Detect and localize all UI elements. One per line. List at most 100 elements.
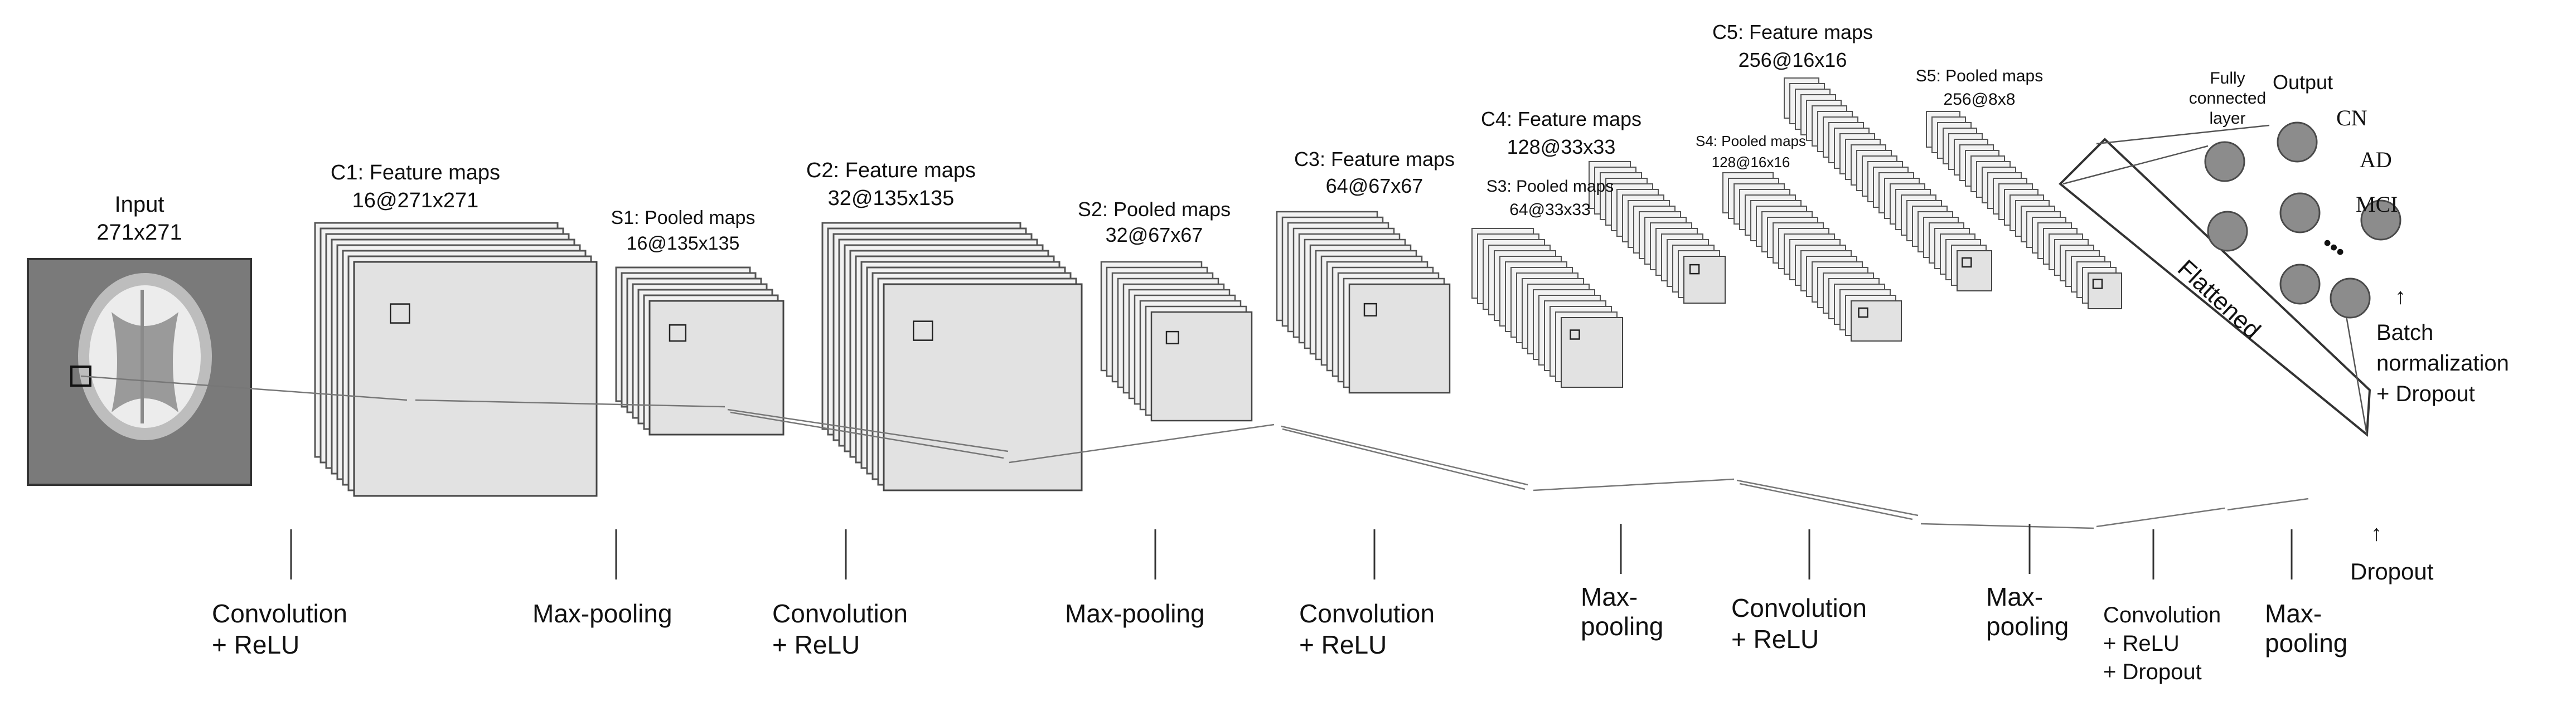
fc-label-line3: layer <box>2209 109 2245 128</box>
kernel-marker <box>913 320 933 341</box>
c1-name: C1: Feature maps <box>331 161 500 184</box>
c4-dims: 128@33x33 <box>1507 135 1616 158</box>
feature-map <box>353 261 598 497</box>
dropout-arrow: ↑ <box>2371 521 2382 545</box>
neuron <box>2277 121 2318 163</box>
op-pool5-line2: pooling <box>2265 629 2347 657</box>
feature-map-stack-s1 <box>615 266 785 436</box>
feature-map-stack-c5 <box>1784 77 1992 291</box>
feature-map-stack-s4 <box>1722 172 1902 342</box>
fc-label-line1: Fully <box>2210 69 2245 87</box>
feature-map <box>1348 283 1451 394</box>
feature-map <box>1851 300 1902 342</box>
batch-norm-line3: + Dropout <box>2376 382 2475 406</box>
c2-name: C2: Feature maps <box>806 159 976 182</box>
s3-name: S3: Pooled maps <box>1486 177 1614 196</box>
feature-map-stack-c2 <box>821 222 1083 491</box>
kernel-marker <box>669 324 687 342</box>
op-pool3-line2: pooling <box>1581 612 1663 641</box>
op-conv1-line2: + ReLU <box>212 630 299 659</box>
class-mci: MCI <box>2356 192 2398 217</box>
feature-map <box>2088 272 2122 309</box>
kernel-marker <box>1165 330 1179 344</box>
feature-map-stack-c3 <box>1276 211 1451 394</box>
feature-map-stack-s2 <box>1100 261 1253 422</box>
dropout-label: Dropout <box>2350 558 2434 585</box>
feature-map <box>1561 317 1623 388</box>
feature-map-stack-c1 <box>314 222 598 497</box>
op-pool3-line1: Max- <box>1581 582 1638 611</box>
s2-name: S2: Pooled maps <box>1078 198 1231 221</box>
c1-dims: 16@271x271 <box>352 189 479 212</box>
kernel-marker <box>2092 279 2103 289</box>
op-pool4-line1: Max- <box>1986 582 2043 611</box>
s4-name: S4: Pooled maps <box>1696 133 1806 149</box>
op-conv5-line1: Convolution <box>2103 603 2221 627</box>
output-title: Output <box>2273 71 2333 94</box>
batch-norm-arrow: ↑ <box>2395 284 2406 309</box>
connection-lines <box>80 375 2309 529</box>
s2-dims: 32@67x67 <box>1106 223 1203 246</box>
neuron <box>2207 211 2248 252</box>
kernel-marker <box>390 303 410 324</box>
c2-dims: 32@135x135 <box>828 187 955 210</box>
c5-name: C5: Feature maps <box>1712 21 1873 43</box>
kernel-marker <box>1962 257 1972 268</box>
op-pool1-line1: Max-pooling <box>532 599 672 628</box>
op-conv3-line2: + ReLU <box>1299 630 1387 659</box>
feature-map-stack-c4 <box>1589 161 1726 304</box>
fc-neurons <box>2204 121 2401 319</box>
batch-norm-line1: Batch <box>2376 320 2433 345</box>
input-size: 271x271 <box>96 220 182 245</box>
brain-slice-icon <box>78 273 212 440</box>
feature-map <box>1957 250 1992 291</box>
c3-dims: 64@67x67 <box>1326 174 1423 197</box>
batch-norm-line2: normalization <box>2376 351 2509 376</box>
feature-map <box>883 283 1083 491</box>
layer-labels: C1: Feature maps 16@271x271 S1: Pooled m… <box>331 21 2043 254</box>
op-conv2-line1: Convolution <box>772 599 908 628</box>
neuron <box>2204 141 2245 182</box>
feature-map <box>648 300 785 436</box>
feature-map <box>1683 256 1726 304</box>
s1-dims: 16@135x135 <box>627 233 740 254</box>
class-ad: AD <box>2360 147 2392 172</box>
fc-label-line2: connected <box>2189 89 2266 108</box>
kernel-marker <box>1570 329 1580 340</box>
operation-labels: Convolution + ReLU Max-pooling Convoluti… <box>212 582 2347 684</box>
kernel-marker <box>1689 264 1700 275</box>
c4-name: C4: Feature maps <box>1481 108 1642 130</box>
neuron <box>2330 277 2371 319</box>
op-conv3-line1: Convolution <box>1299 599 1435 628</box>
op-pool4-line2: pooling <box>1986 612 2069 641</box>
c5-dims: 256@16x16 <box>1739 48 1847 71</box>
s1-name: S1: Pooled maps <box>611 207 756 228</box>
neuron <box>2360 199 2401 241</box>
op-conv1-line1: Convolution <box>212 599 347 628</box>
op-pool5-line1: Max- <box>2265 599 2322 628</box>
class-cn: CN <box>2336 105 2367 130</box>
s4-dims: 128@16x16 <box>1712 154 1790 171</box>
neuron <box>2279 192 2321 233</box>
op-conv5-line3: + Dropout <box>2103 660 2202 684</box>
kernel-marker <box>1363 303 1377 316</box>
kernel-marker <box>1858 307 1868 318</box>
s5-name: S5: Pooled maps <box>1916 67 2043 85</box>
fc-label: Fully connected layer <box>2189 69 2266 128</box>
operation-ticks <box>290 524 2293 579</box>
s5-dims: 256@8x8 <box>1944 90 2016 109</box>
op-conv2-line2: + ReLU <box>772 630 860 659</box>
feature-map-stack-s5 <box>1926 111 2122 309</box>
input-image <box>27 258 252 486</box>
feature-map <box>1150 311 1253 422</box>
neuron-ellipsis: ••• <box>2317 231 2351 264</box>
feature-map-stack-s3 <box>1471 228 1623 388</box>
op-conv4-line1: Convolution <box>1731 593 1867 622</box>
fc-connection-lines <box>2062 124 2368 435</box>
op-conv4-line2: + ReLU <box>1731 625 1819 654</box>
feature-map-stacks <box>314 77 2122 497</box>
op-conv5-line2: + ReLU <box>2103 631 2180 656</box>
neuron <box>2279 264 2321 305</box>
